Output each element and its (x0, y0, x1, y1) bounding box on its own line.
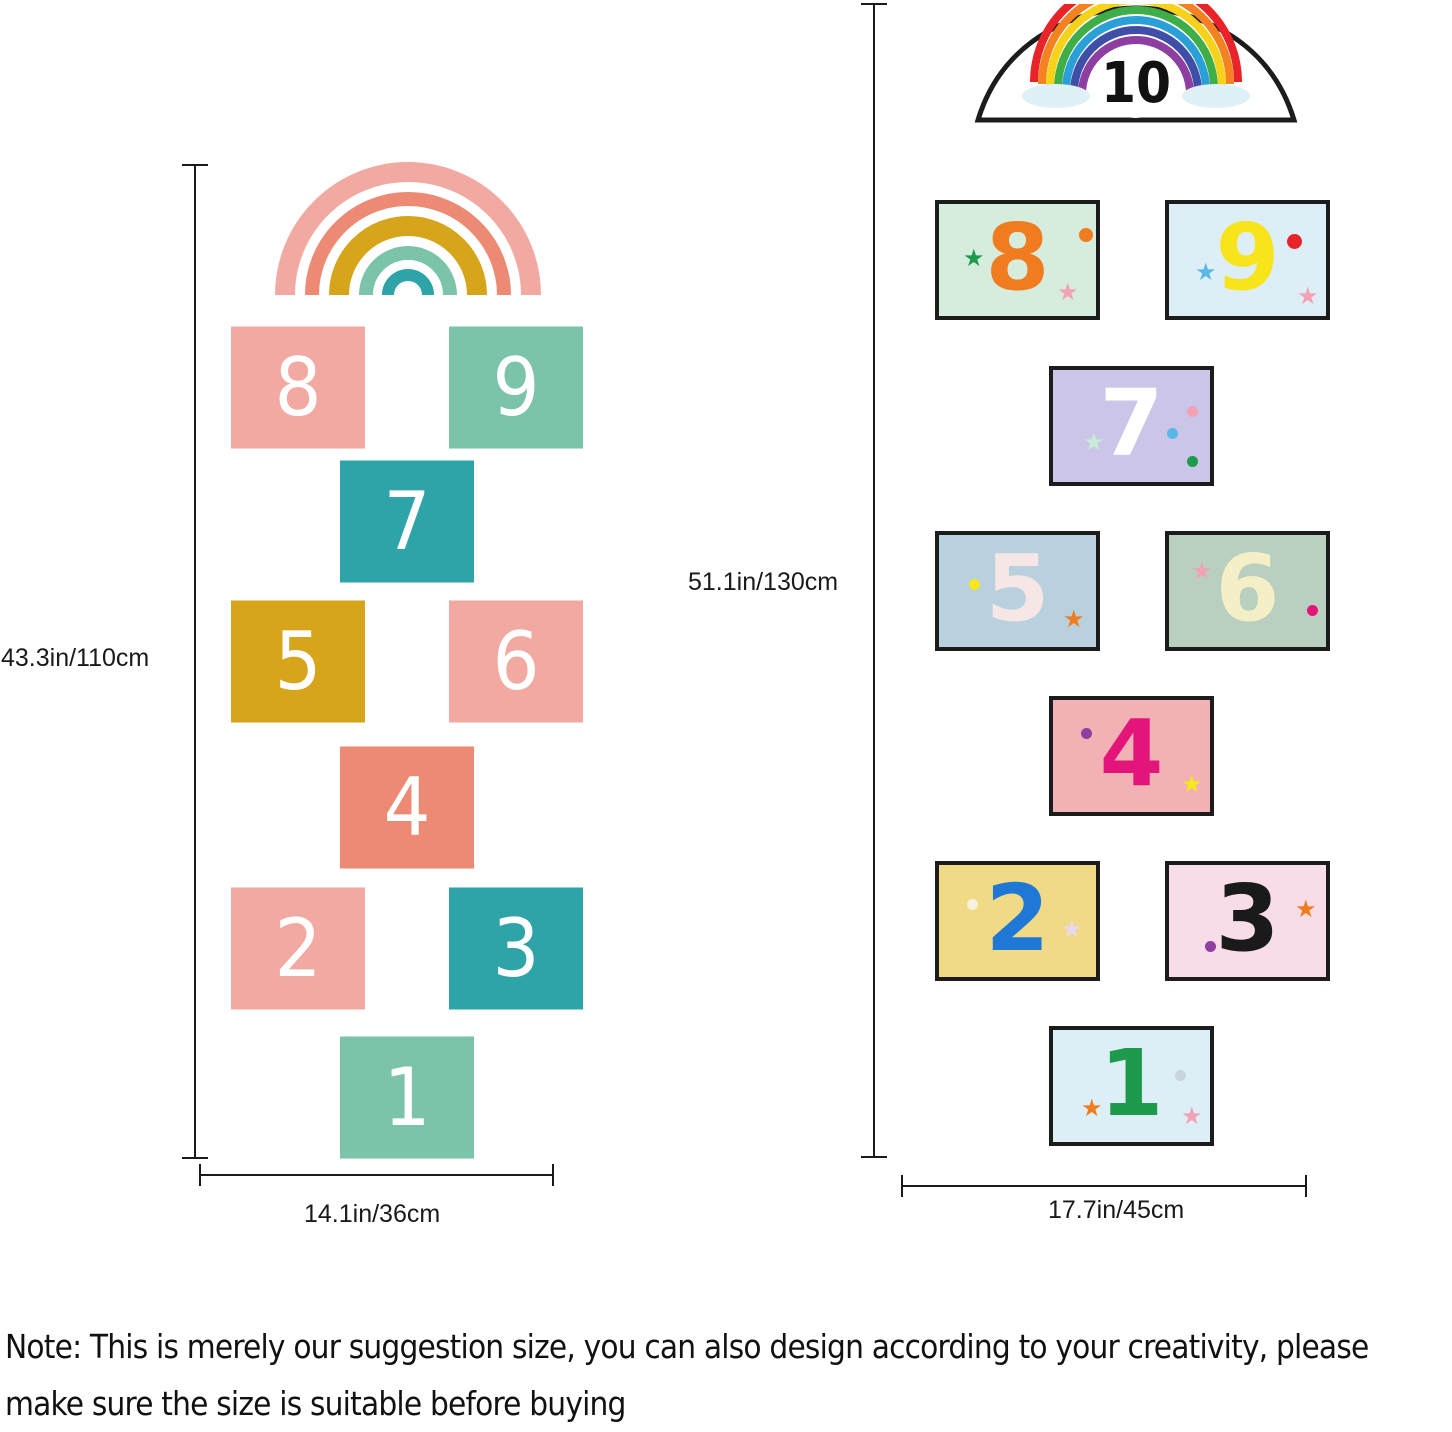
left-tile-7-number: 7 (383, 475, 431, 568)
dot-icon (1081, 728, 1092, 739)
size-note-line-1: Note: This is merely our suggestion size… (5, 1327, 1369, 1366)
dot-icon (1205, 941, 1216, 952)
star-icon: ★ (1057, 278, 1079, 306)
right-tile-3: 3 ★ (1165, 861, 1330, 981)
left-tile-9-number: 9 (492, 341, 540, 434)
right-tile-2-number: 2 (985, 865, 1050, 972)
right-tile-8: 8 ★ ★ (935, 200, 1100, 320)
left-tile-5: 5 (231, 600, 365, 723)
right-height-tick-top (861, 3, 887, 5)
left-tile-1-number: 1 (383, 1051, 431, 1144)
right-height-tick-bottom (861, 1156, 887, 1158)
star-icon: ★ (1297, 282, 1319, 310)
right-tile-5-number: 5 (985, 535, 1050, 642)
dot-icon (1187, 406, 1198, 417)
dot-icon (1079, 228, 1093, 242)
left-tile-7: 7 (340, 460, 474, 583)
right-tile-6-number: 6 (1215, 535, 1280, 642)
left-tile-8-number: 8 (274, 341, 322, 434)
right-width-label: 17.7in/45cm (1048, 1196, 1185, 1224)
right-tile-1-number: 1 (1099, 1030, 1164, 1137)
left-width-tick-right (552, 1164, 554, 1186)
left-tile-4-number: 4 (383, 761, 431, 854)
right-tile-3-number: 3 (1215, 865, 1280, 972)
left-tile-5-number: 5 (274, 615, 322, 708)
left-tile-2-number: 2 (274, 902, 322, 995)
right-tile-4-number: 4 (1099, 700, 1164, 807)
right-tile-7: 7 ★ (1049, 366, 1214, 486)
star-icon: ★ (1083, 428, 1105, 456)
rainbow-dome-icon (974, 4, 1298, 123)
right-width-line (902, 1185, 1306, 1187)
left-tile-6: 6 (449, 600, 583, 723)
right-tile-2: 2 ★ (935, 861, 1100, 981)
dot-icon (1167, 428, 1178, 439)
left-tile-3: 3 (449, 887, 583, 1010)
left-tile-9: 9 (449, 326, 583, 449)
dot-icon (1307, 605, 1318, 616)
right-tile-7-number: 7 (1099, 370, 1164, 477)
right-tile-1: 1 ★ ★ (1049, 1026, 1214, 1146)
left-height-line (194, 165, 196, 1158)
star-icon: ★ (1195, 258, 1217, 286)
left-height-tick-top (182, 164, 208, 166)
right-tile-9-number: 9 (1215, 204, 1280, 311)
dot-icon (1287, 234, 1302, 249)
left-tile-8: 8 (231, 326, 365, 449)
star-icon: ★ (963, 244, 985, 272)
dot-icon (967, 899, 978, 910)
right-width-tick-left (901, 1175, 903, 1197)
left-tile-4: 4 (340, 746, 474, 869)
right-height-label: 51.1in/130cm (688, 568, 839, 596)
star-icon: ★ (1061, 915, 1083, 943)
dot-icon (1187, 456, 1198, 467)
star-icon: ★ (1081, 1094, 1103, 1122)
left-width-label: 14.1in/36cm (304, 1200, 441, 1228)
left-tile-2: 2 (231, 887, 365, 1010)
left-tile-1: 1 (340, 1036, 474, 1159)
right-tile-4: 4 ★ (1049, 696, 1214, 816)
top-number-10: 10 (1101, 51, 1172, 116)
right-width-tick-right (1305, 1175, 1307, 1197)
left-width-tick-left (199, 1164, 201, 1186)
left-height-tick-bottom (182, 1157, 208, 1159)
left-tile-3-number: 3 (492, 902, 540, 995)
dot-icon (1175, 1070, 1186, 1081)
left-tile-6-number: 6 (492, 615, 540, 708)
dot-icon (969, 579, 980, 590)
left-width-line (200, 1174, 553, 1176)
right-tile-9: 9 ★ ★ (1165, 200, 1330, 320)
size-note-line-2: make sure the size is suitable before bu… (5, 1384, 626, 1423)
star-icon: ★ (1181, 1102, 1203, 1130)
left-height-label: 43.3in/110cm (1, 644, 150, 672)
size-note: Note: This is merely our suggestion size… (5, 1318, 1452, 1432)
right-tile-8-number: 8 (985, 204, 1050, 311)
star-icon: ★ (1181, 770, 1203, 798)
pastel-rainbow-icon (275, 162, 541, 296)
right-tile-5: 5 ★ (935, 531, 1100, 651)
star-icon: ★ (1191, 557, 1213, 585)
right-height-line (873, 4, 875, 1157)
right-tile-6: 6 ★ (1165, 531, 1330, 651)
star-icon: ★ (1063, 605, 1085, 633)
star-icon: ★ (1295, 895, 1317, 923)
